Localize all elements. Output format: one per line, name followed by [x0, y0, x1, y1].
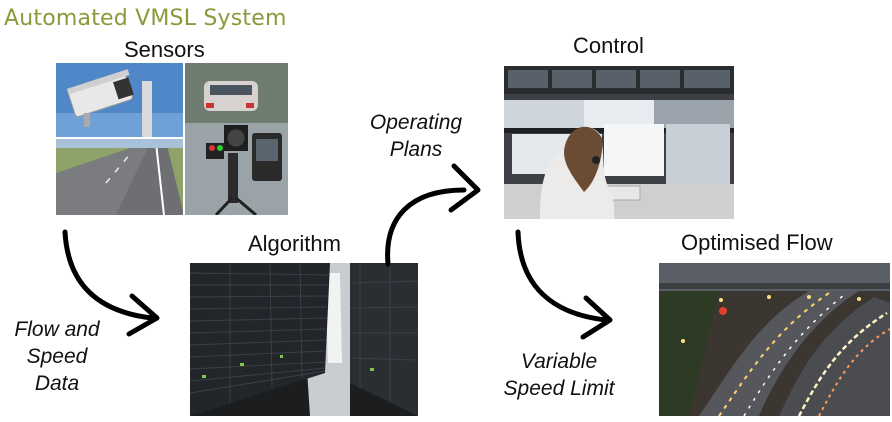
- arrow-control-to-optimised: [515, 229, 609, 323]
- diagram-title: Automated VMSL System: [4, 6, 287, 31]
- control-image: [504, 66, 734, 219]
- flow-speed-line-2: Speed: [26, 345, 88, 368]
- variable-speed-limit-label: Variable Speed Limit: [488, 348, 630, 402]
- flow-speed-line-3: Data: [34, 372, 80, 395]
- optimised-flow-label: Optimised Flow: [681, 230, 833, 255]
- variable-speed-line-1: Variable: [520, 350, 598, 373]
- algorithm-label: Algorithm: [248, 231, 341, 256]
- arrowhead-control-to-optimised: [580, 295, 613, 340]
- operating-plans-label: Operating Plans: [358, 109, 474, 163]
- arrowhead-algorithm-to-control: [448, 163, 481, 213]
- operating-plans-line-1: Operating: [369, 111, 463, 134]
- arrowhead-sensors-to-algorithm: [126, 293, 160, 337]
- variable-speed-line-2: Speed Limit: [503, 377, 615, 400]
- arrow-algorithm-to-control: [385, 187, 467, 267]
- operating-plans-line-2: Plans: [389, 138, 443, 161]
- arrow-sensors-to-algorithm: [62, 229, 155, 321]
- flow-speed-data-label: Flow and Speed Data: [2, 316, 112, 397]
- sensors-label: Sensors: [124, 37, 205, 62]
- algorithm-image: [190, 263, 418, 416]
- flow-speed-line-1: Flow and: [14, 318, 100, 341]
- control-label: Control: [573, 33, 644, 58]
- sensors-image: [56, 63, 288, 215]
- optimised-flow-image: [659, 263, 890, 416]
